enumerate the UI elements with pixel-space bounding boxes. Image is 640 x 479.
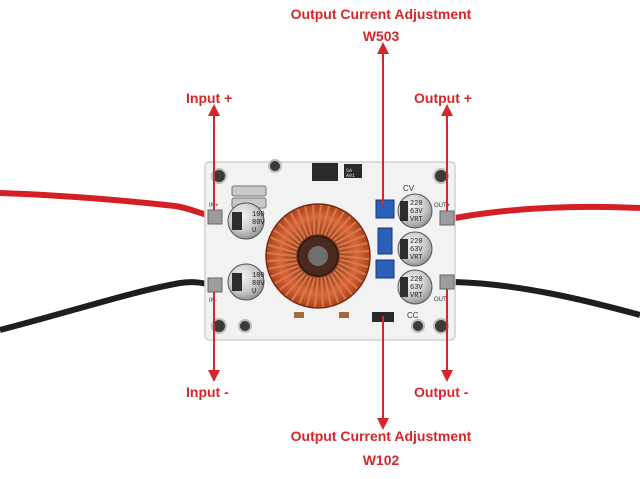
coil-winding <box>268 261 298 270</box>
coil-winding <box>267 258 297 263</box>
smd-chip <box>344 164 362 178</box>
coil-winding <box>329 273 347 300</box>
svg-text:100: 100 <box>252 272 265 280</box>
trimmer-w503 <box>375 199 395 219</box>
coil-winding <box>316 204 323 235</box>
svg-text:VRT: VRT <box>410 292 423 300</box>
smd-marking: A01 <box>346 173 355 179</box>
mounting-hole <box>211 168 227 184</box>
coil-winding <box>338 261 366 276</box>
coil-winding <box>267 243 297 254</box>
coil-winding <box>323 208 338 236</box>
coil-winding <box>313 277 320 308</box>
coil-winding <box>296 208 310 237</box>
output-minus-pad <box>439 274 455 290</box>
input-plus-label: Input + <box>186 90 233 106</box>
svg-text:63V: 63V <box>410 208 423 216</box>
output-plus-label: Output + <box>414 90 472 106</box>
output-capacitor-2: 220 63V VRT <box>397 231 433 267</box>
out-plus-silk: OUT+ <box>434 203 451 209</box>
coil-winding <box>323 276 332 306</box>
coil-winding <box>339 254 370 261</box>
input-minus-label: Input - <box>186 384 229 400</box>
output-black-wire <box>454 279 640 318</box>
coil-winding <box>274 267 301 285</box>
cc-label: CC <box>407 311 419 320</box>
output-red-wire <box>454 203 640 221</box>
coil-winding <box>320 205 331 235</box>
input-red-wire <box>0 190 213 219</box>
coil-winding <box>335 227 362 245</box>
coil-winding <box>283 217 304 242</box>
svg-text:VRT: VRT <box>410 254 423 262</box>
svg-text:80V: 80V <box>252 280 265 288</box>
svg-text:100: 100 <box>252 211 265 219</box>
coil-winding <box>289 212 307 239</box>
coil-winding <box>335 268 359 290</box>
svg-text:63V: 63V <box>410 246 423 254</box>
coil-winding <box>326 275 340 304</box>
coil-winding <box>339 258 369 269</box>
pcb-board: 100 80V U 100 80V U 220 63V VRT <box>204 159 456 341</box>
input-plus-pad <box>207 209 223 225</box>
coil-winding <box>279 270 304 291</box>
annotation-arrows <box>208 42 453 430</box>
out-minus-silk: OUT- <box>434 297 448 303</box>
svg-text:80V: 80V <box>252 219 265 227</box>
coil-winding <box>304 206 313 236</box>
coil-winding <box>327 211 345 237</box>
wires <box>0 190 640 333</box>
input-capacitor-2: 100 80V U <box>227 263 265 301</box>
input-capacitor-1: 100 80V U <box>227 202 265 240</box>
svg-text:220: 220 <box>410 276 423 284</box>
trimmer-w102 <box>375 259 395 279</box>
coil-winding <box>320 277 325 307</box>
top-adjust-title: Output Current Adjustment <box>290 6 472 22</box>
coil-winding <box>266 251 297 258</box>
mounting-hole <box>433 168 449 184</box>
coil-winding <box>270 264 299 278</box>
svg-text:63V: 63V <box>410 284 423 292</box>
svg-text:U: U <box>252 288 256 296</box>
cv-label: CV <box>403 184 415 193</box>
svg-text:220: 220 <box>410 200 423 208</box>
coil-winding <box>338 242 368 251</box>
svg-text:220: 220 <box>410 238 423 246</box>
coil-winding <box>277 222 301 244</box>
output-capacitor-3: 220 63V VRT <box>397 269 433 305</box>
coil-winding <box>298 276 313 304</box>
top-adjust-code: W503 <box>362 28 400 44</box>
coil-winding <box>311 205 316 235</box>
smd-marking: SA <box>346 168 352 174</box>
bottom-adjust-title: Output Current Adjustment <box>290 428 472 444</box>
coil-winding <box>337 265 363 283</box>
coil-winding <box>270 236 298 251</box>
coil-winding <box>330 215 352 239</box>
output-plus-pad <box>439 210 455 226</box>
input-minus-pad <box>207 277 223 293</box>
coil-winding <box>332 221 357 242</box>
bottom-adjust-code: W102 <box>362 452 400 468</box>
coil-winding <box>337 234 366 248</box>
mosfet-chip <box>312 163 338 181</box>
toroid-inductor <box>265 203 371 309</box>
coil-winding <box>339 249 369 254</box>
input-black-wire <box>0 279 213 333</box>
coil-winding <box>273 229 299 247</box>
mounting-hole <box>433 318 449 334</box>
svg-text:VRT: VRT <box>410 216 423 224</box>
coil-winding <box>305 277 316 307</box>
output-capacitor-1: 220 63V VRT <box>397 193 433 229</box>
coil-winding <box>332 270 353 295</box>
output-minus-label: Output - <box>414 384 469 400</box>
svg-text:U: U <box>252 227 256 235</box>
coil-winding <box>284 273 306 297</box>
coil-winding <box>291 275 309 301</box>
mounting-hole <box>211 318 227 334</box>
